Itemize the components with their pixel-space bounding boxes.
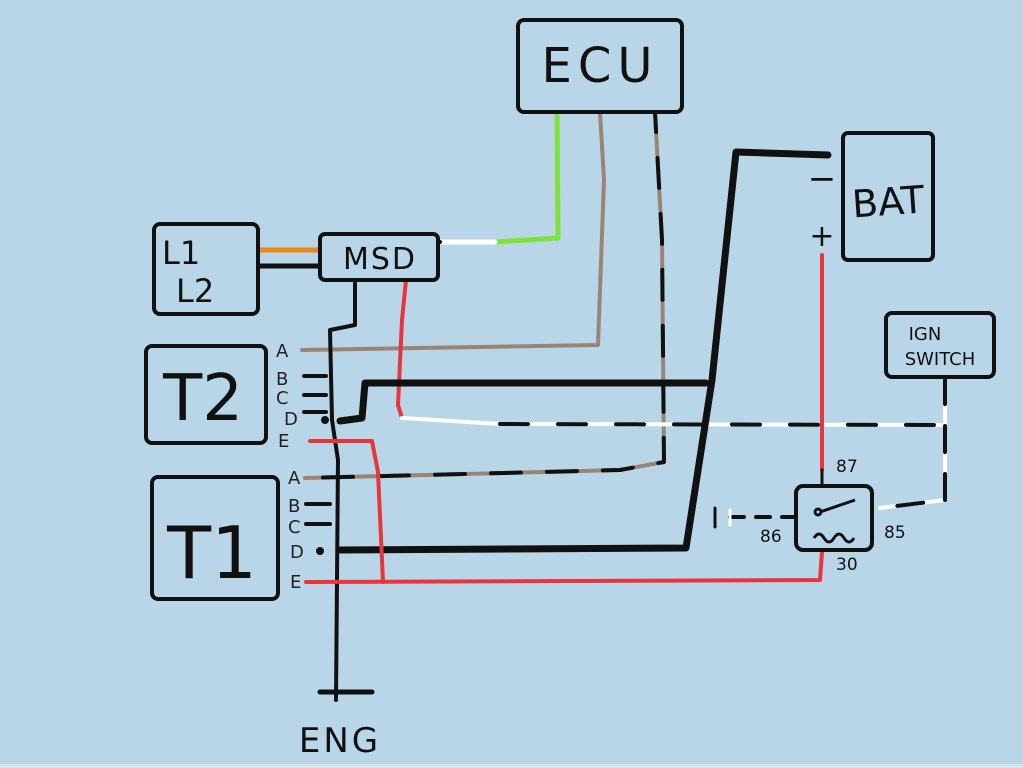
relay-pin-87: 87: [836, 457, 858, 477]
ign-switch-label-line1: IGN: [909, 324, 942, 345]
t1-pin-c: C: [288, 517, 301, 538]
wire-bat-neg-black: [336, 148, 832, 554]
battery-box: BAT − +: [808, 131, 935, 262]
wire-ecu-msd-green: [492, 112, 561, 245]
battery-label: BAT: [851, 177, 927, 226]
relay-pin-85: 85: [884, 523, 906, 543]
t1-pin-a: A: [288, 468, 301, 489]
msd-box: MSD: [318, 232, 440, 282]
wire-ecu-t1a-dash: [303, 110, 666, 480]
t1-label: T1: [166, 511, 257, 595]
bottom-strip: [0, 764, 1023, 768]
wire-msd-ign-dash: [498, 422, 947, 427]
t2-label: T2: [162, 362, 243, 436]
t2-pin-d-dot: [321, 416, 329, 424]
t2-pin-c: C: [276, 388, 289, 409]
msd-label: MSD: [343, 242, 417, 277]
wire-ecu-t2a-brown: [300, 110, 606, 352]
t2-pin-e: E: [278, 431, 289, 452]
eng-label: ENG: [299, 721, 381, 761]
wire-bat-neg-t2d: [336, 379, 710, 425]
relay-switch-icon: [812, 498, 856, 544]
ign-switch-box: IGN SWITCH: [884, 311, 996, 379]
relay-pin-86: 86: [760, 527, 782, 547]
wire-msd-red: [396, 278, 408, 420]
t2-pin-a: A: [276, 341, 289, 362]
t1-pin-d: D: [290, 542, 304, 563]
battery-neg-terminal: −: [808, 159, 837, 199]
t2-pin-d: D: [284, 409, 298, 430]
wire-ign-relay-dash: [878, 376, 947, 510]
t2-pin-b: B: [276, 369, 288, 390]
coil-label-l2: L2: [176, 272, 214, 310]
wire-ground-bus: [328, 281, 357, 702]
ecu-box: ECU: [516, 18, 684, 114]
t1-pin-b: B: [288, 496, 300, 517]
t1-pin-e: E: [290, 572, 301, 593]
t2-box: T2: [144, 344, 268, 445]
wire-ign-relay-white: [878, 376, 947, 510]
coil-label-l1: L1: [162, 234, 200, 272]
coil-box: L1 L2: [152, 222, 260, 316]
wire-t2e-red: [308, 439, 385, 584]
ign-switch-label-line2: SWITCH: [905, 349, 976, 370]
battery-pos-terminal: +: [809, 219, 834, 254]
t2-pin-labels: A B C D E: [276, 341, 298, 452]
t1-box: T1: [150, 475, 280, 601]
ecu-label: ECU: [542, 38, 659, 94]
t1-pin-labels: A B C D E: [288, 468, 304, 593]
relay-box: 87 86 85 30: [760, 457, 906, 575]
t1-pin-d-dot: [316, 547, 324, 555]
wire-relay30-red: [304, 550, 824, 584]
relay-pin-30: 30: [836, 555, 858, 575]
